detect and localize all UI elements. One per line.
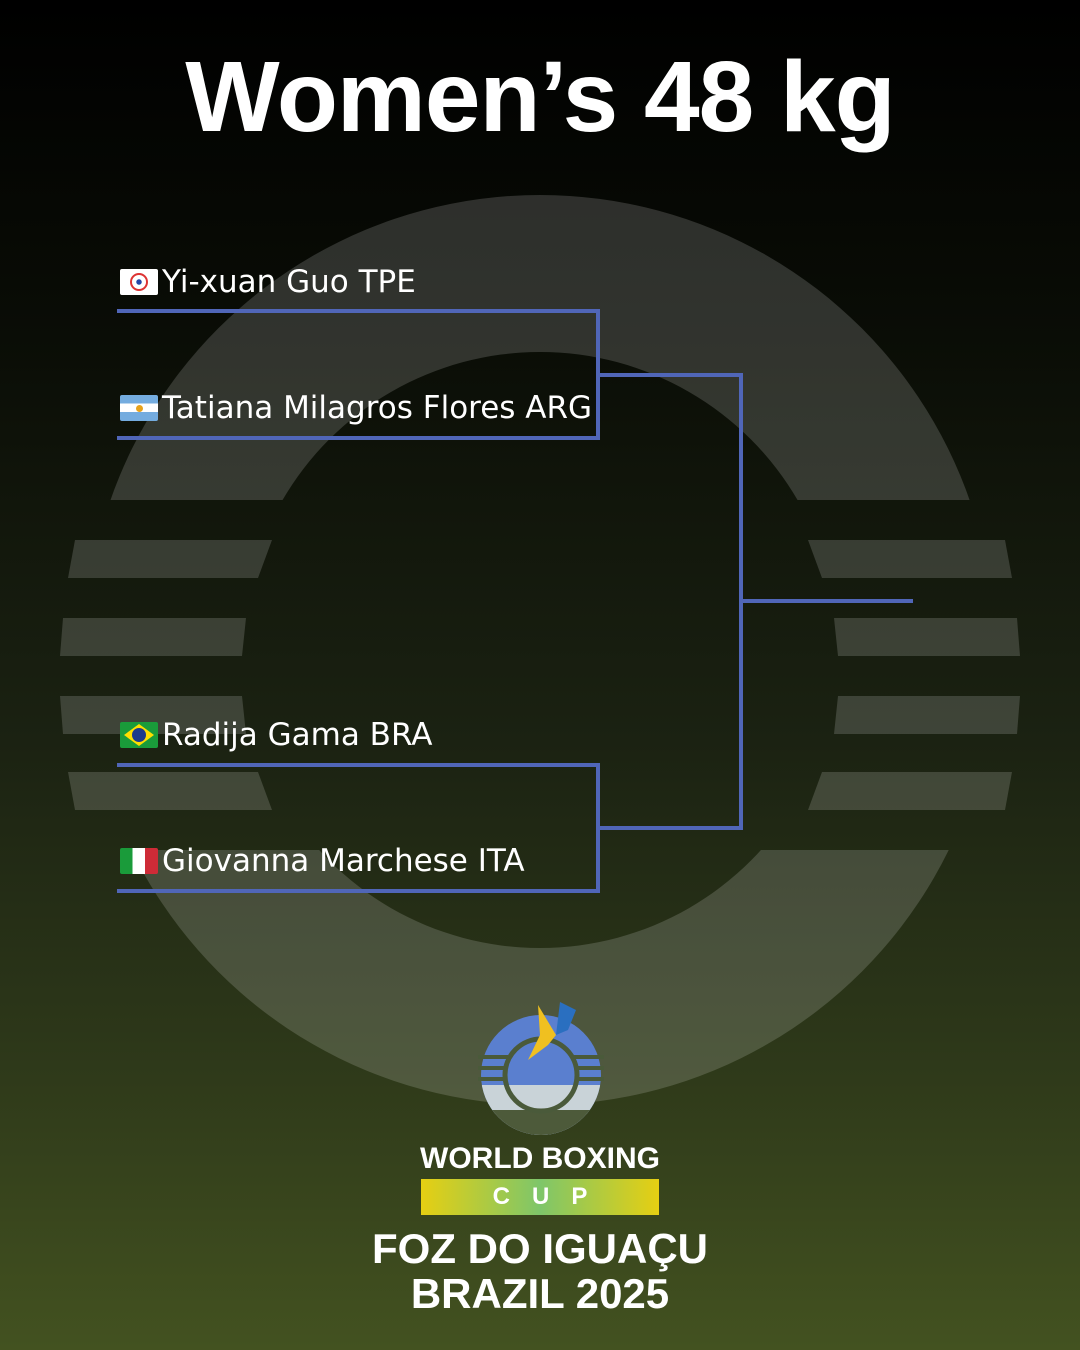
fighter-entry: Tatiana Milagros Flores ARG [120, 390, 592, 426]
italy-flag-icon [120, 848, 158, 874]
location-text: FOZ DO IGUAÇU [372, 1225, 708, 1272]
fighter-name: Radija Gama BRA [162, 717, 433, 753]
page-title: Women’s 48 kg [185, 41, 895, 153]
bracket-lines [117, 309, 913, 893]
event-name: WORLD BOXING [420, 1142, 660, 1175]
fighter-name: Yi-xuan Guo TPE [162, 264, 416, 300]
country-year-text: BRAZIL 2025 [410, 1270, 670, 1317]
fighter-name: Giovanna Marchese ITA [162, 843, 525, 879]
fighter-name: Tatiana Milagros Flores ARG [162, 390, 593, 426]
fighter-entry: Radija Gama BRA [120, 717, 432, 753]
world-boxing-cup-logo-icon [478, 1002, 604, 1135]
fighter-entry: Giovanna Marchese ITA [120, 843, 525, 879]
argentina-flag-icon [120, 395, 158, 421]
fighter-entry: Yi-xuan Guo TPE [120, 264, 416, 300]
event-cup-banner: CUP [421, 1179, 659, 1215]
tpe-flag-icon [120, 269, 158, 295]
brazil-flag-icon [120, 722, 158, 748]
